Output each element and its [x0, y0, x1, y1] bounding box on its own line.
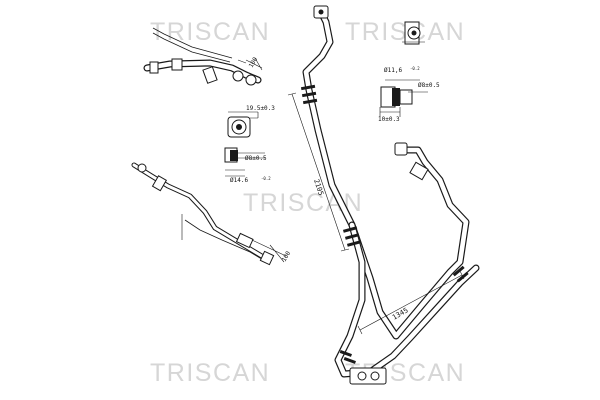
dim-10: 10±0.3	[378, 116, 400, 123]
fitting-detail-left: 19.5±0.3 Ø8±0.5 Ø14.6 -0.2	[224, 105, 275, 184]
upper-left-hose: 100	[143, 27, 263, 86]
dim-d8-right: Ø8±0.5	[418, 82, 440, 89]
dim-d14-6-tol: -0.2	[261, 176, 271, 181]
watermark-top-right: TRISCAN	[345, 18, 465, 46]
dim-d8-left: Ø8±0.5	[245, 155, 267, 162]
angle-label-left: 100	[281, 250, 293, 263]
watermark-top-left: TRISCAN	[150, 18, 270, 46]
watermark-bottom-left: TRISCAN	[150, 359, 270, 387]
dim-19-5: 19.5±0.3	[246, 105, 275, 112]
dim-d14-6: Ø14.6	[230, 177, 248, 184]
dim-d11-6-tol: -0.2	[410, 66, 420, 71]
angle-label-top: 100	[248, 56, 260, 69]
lower-left-hose: 100	[131, 162, 293, 266]
main-pipe: 2105 1345	[287, 5, 480, 385]
dim-d11-6: Ø11,6	[384, 67, 402, 74]
fitting-detail-right: Ø11,6 -0.2 Ø8±0.5 10±0.3	[378, 21, 440, 123]
